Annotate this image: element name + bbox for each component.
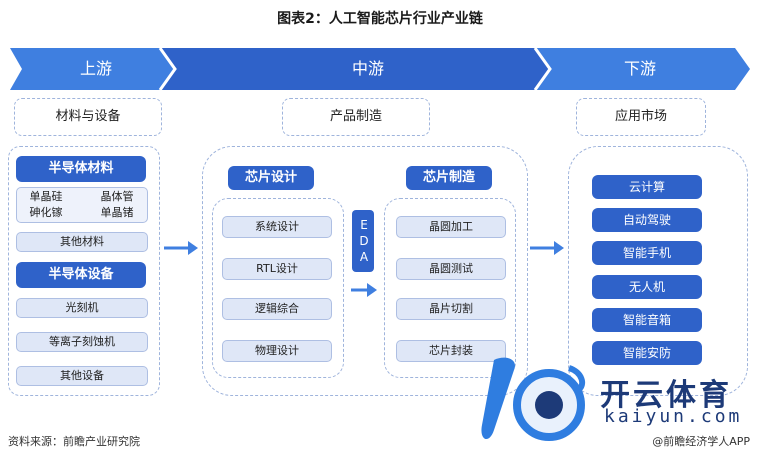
material-item: 砷化镓 (22, 206, 70, 220)
equipment-item: 等离子刻蚀机 (16, 332, 148, 352)
semiconductor-materials-header: 半导体材料 (16, 156, 146, 182)
manufacturing-step: 晶片切割 (396, 298, 506, 320)
material-item: 单晶锗 (92, 206, 142, 220)
downstream-chevron (535, 48, 750, 90)
application-item: 智能手机 (592, 241, 702, 265)
material-item: 晶体管 (92, 190, 142, 204)
category-application-market: 应用市场 (576, 98, 706, 136)
category-label: 产品制造 (329, 109, 382, 124)
midstream-chevron (160, 48, 550, 90)
phase-upstream-label: 上游 (79, 59, 112, 78)
other-materials-item: 其他材料 (16, 232, 148, 252)
chip-manufacturing-header: 芯片制造 (406, 166, 492, 190)
design-step: RTL设计 (222, 258, 332, 280)
phase-downstream-label: 下游 (623, 59, 656, 78)
application-item: 智能安防 (592, 341, 702, 365)
application-item: 无人机 (592, 275, 702, 299)
design-step: 系统设计 (222, 216, 332, 238)
upstream-chevron (10, 48, 175, 90)
category-label: 应用市场 (614, 109, 667, 124)
eda-arrow-icon (351, 283, 377, 297)
page-title: 图表2：人工智能芯片行业产业链 (277, 11, 483, 27)
chip-design-header: 芯片设计 (228, 166, 314, 190)
equipment-item: 光刻机 (16, 298, 148, 318)
design-step: 逻辑综合 (222, 298, 332, 320)
category-product-manufacturing: 产品制造 (282, 98, 430, 136)
manufacturing-step: 晶圆测试 (396, 258, 506, 280)
application-item: 智能音箱 (592, 308, 702, 332)
source-note: 资料来源：前瞻产业研究院 (8, 435, 140, 448)
footer-credit: @前瞻经济学人APP (652, 435, 750, 448)
semiconductor-equipment-header: 半导体设备 (16, 262, 146, 288)
phase-chevron-bar (10, 48, 750, 90)
manufacturing-step: 晶圆加工 (396, 216, 506, 238)
application-item: 云计算 (592, 175, 702, 199)
equipment-item: 其他设备 (16, 366, 148, 386)
flow-arrow-icon (164, 241, 198, 255)
phase-midstream-label: 中游 (351, 59, 384, 78)
application-item: 自动驾驶 (592, 208, 702, 232)
category-materials-equipment: 材料与设备 (14, 98, 162, 136)
flow-arrow-icon (530, 241, 564, 255)
category-label: 材料与设备 (55, 109, 121, 124)
eda-label: EDA (352, 210, 374, 272)
brand-name-en: kaiyun.com (604, 406, 743, 427)
manufacturing-step: 芯片封装 (396, 340, 506, 362)
brand-logo-icon (481, 357, 586, 441)
design-step: 物理设计 (222, 340, 332, 362)
material-item: 单晶硅 (22, 190, 70, 204)
brand-name-cn: 开云体育 (600, 378, 732, 413)
